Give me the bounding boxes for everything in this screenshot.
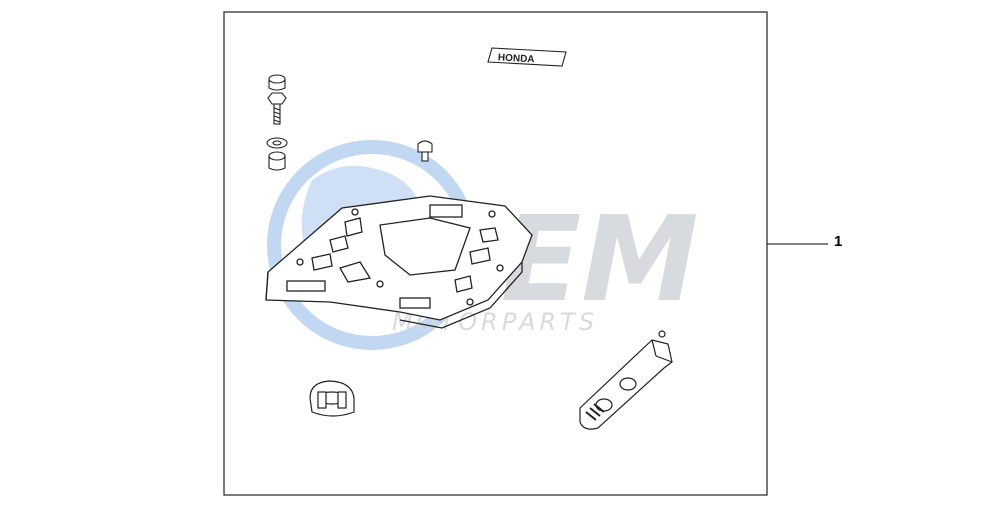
callout-number: 1 — [834, 233, 843, 250]
honda-emblem-label: HONDA — [498, 52, 535, 65]
hex-bolt — [267, 92, 287, 125]
honda-emblem: HONDA — [487, 47, 567, 67]
rear-carrier-plate — [265, 195, 533, 329]
rubber-pad — [579, 330, 673, 430]
pipe-clamp — [309, 380, 355, 417]
washer — [266, 137, 288, 149]
cap-nut — [268, 74, 286, 91]
collar — [268, 151, 286, 171]
diagram-frame — [223, 11, 768, 496]
carrier-plate-rim — [265, 262, 523, 329]
rubber-mount — [417, 140, 433, 162]
